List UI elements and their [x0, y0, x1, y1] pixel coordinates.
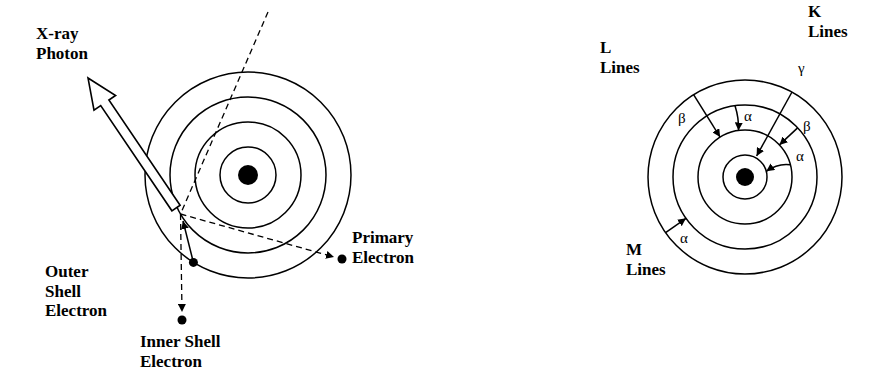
line-symbol: α — [796, 148, 804, 165]
transition-arrow — [735, 106, 739, 131]
electron-dot — [338, 255, 347, 264]
part-label: Primary Electron — [352, 228, 432, 267]
transition-arrows — [666, 92, 798, 233]
series-label: M Lines — [626, 240, 676, 279]
part-label: Inner Shell Electron — [140, 332, 240, 371]
transition-arrow — [766, 164, 790, 171]
nucleus — [238, 165, 258, 185]
electron-shells — [145, 72, 351, 278]
part-label: Outer Shell Electron — [45, 262, 117, 321]
electron-dot — [189, 258, 198, 267]
photon-arrow — [88, 78, 180, 211]
electron-shell — [698, 130, 792, 224]
series-label: K Lines — [808, 2, 852, 41]
scattered-path — [181, 214, 335, 257]
transition-arrow — [757, 92, 792, 156]
line-symbol: α — [744, 108, 752, 125]
transition-arrow — [779, 128, 797, 145]
transition-arrow — [183, 221, 193, 262]
electron-shell — [170, 97, 326, 253]
electron-shell — [723, 155, 767, 199]
line-symbol: β — [803, 118, 811, 135]
line-symbol: γ — [798, 60, 805, 77]
series-label: L Lines — [600, 38, 644, 77]
line-symbol: α — [680, 230, 688, 247]
line-symbol: β — [678, 110, 686, 127]
electron-shell — [220, 147, 276, 203]
electron-dot — [178, 316, 187, 325]
electron-shell — [145, 72, 351, 278]
nucleus — [736, 168, 754, 186]
electron-shell — [673, 105, 817, 249]
electron-shells — [648, 80, 842, 274]
transition-arrow — [694, 95, 721, 137]
part-label: X-ray Photon — [36, 24, 106, 63]
electron-shell — [195, 122, 301, 228]
ejected-path — [181, 214, 183, 312]
electron-shell — [648, 80, 842, 274]
incoming-path — [181, 12, 269, 214]
